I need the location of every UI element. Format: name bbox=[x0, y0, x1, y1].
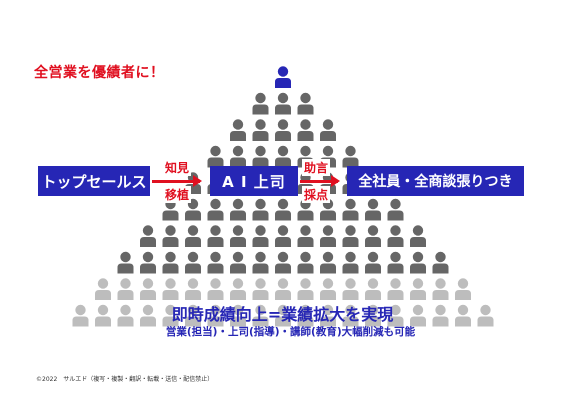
person-icon bbox=[95, 304, 111, 327]
person-icon bbox=[162, 304, 179, 327]
person-icon bbox=[387, 278, 404, 300]
person-icon bbox=[342, 198, 359, 221]
person-icon bbox=[365, 225, 381, 247]
person-icon bbox=[275, 278, 291, 300]
person-icon bbox=[252, 278, 269, 300]
person-icon bbox=[432, 304, 449, 327]
person-icon bbox=[185, 251, 201, 274]
arrow1-top-label: 知見 bbox=[163, 159, 192, 176]
person-icon bbox=[275, 119, 291, 141]
person-icon bbox=[207, 225, 224, 247]
person-icon bbox=[297, 304, 314, 327]
person-icon bbox=[275, 225, 291, 247]
person-icon bbox=[320, 304, 336, 327]
person-icon bbox=[95, 278, 111, 300]
person-icon bbox=[185, 278, 201, 300]
person-icon bbox=[365, 278, 381, 300]
person-icon bbox=[252, 92, 269, 115]
person-icon bbox=[117, 251, 134, 274]
headline: 全営業を優績者に！ bbox=[34, 65, 165, 81]
person-icon bbox=[72, 304, 89, 327]
person-icon bbox=[275, 304, 291, 327]
person-icon bbox=[387, 198, 404, 221]
person-icon bbox=[117, 278, 134, 300]
person-icon bbox=[410, 278, 426, 300]
person-icon bbox=[275, 145, 291, 168]
person-icon bbox=[230, 304, 246, 327]
person-icon bbox=[320, 278, 336, 300]
person-icon bbox=[320, 119, 336, 141]
person-icon bbox=[162, 278, 179, 300]
person-icon bbox=[252, 225, 269, 247]
copyright-notice: ©2022 サルエド（複写・複製・翻訳・転載・送信・配信禁止） bbox=[36, 376, 214, 383]
result-sub-text: 営業(担当)・上司(指導)・講師(教育)大幅削減も可能 bbox=[165, 326, 416, 338]
person-icon bbox=[365, 304, 381, 327]
person-icon bbox=[252, 304, 269, 327]
person-icon bbox=[387, 225, 404, 247]
person-icon bbox=[387, 251, 404, 274]
person-icon bbox=[252, 119, 269, 141]
person-icon bbox=[140, 278, 156, 300]
person-icon bbox=[275, 92, 291, 115]
person-icon bbox=[275, 251, 291, 274]
person-icon bbox=[140, 304, 156, 327]
ai-boss-box: A I 上司 bbox=[210, 166, 298, 196]
person-icon bbox=[410, 251, 426, 274]
person-icon bbox=[230, 278, 246, 300]
person-icon bbox=[297, 251, 314, 274]
person-icon bbox=[365, 198, 381, 221]
person-icon bbox=[230, 251, 246, 274]
person-icon bbox=[342, 145, 359, 168]
person-icon bbox=[320, 225, 336, 247]
person-icon bbox=[207, 198, 224, 221]
person-icon bbox=[342, 251, 359, 274]
person-icon bbox=[252, 198, 269, 221]
person-icon bbox=[162, 251, 179, 274]
person-icon bbox=[140, 225, 156, 247]
person-icon bbox=[342, 225, 359, 247]
person-icon bbox=[140, 251, 156, 274]
person-icon bbox=[117, 304, 134, 327]
person-icon bbox=[387, 304, 404, 327]
person-icon bbox=[477, 304, 494, 327]
arrow-advice-scoring bbox=[300, 175, 340, 187]
person-icon bbox=[432, 278, 449, 300]
person-icon bbox=[230, 198, 246, 221]
person-icon bbox=[185, 304, 201, 327]
person-icon bbox=[185, 225, 201, 247]
person-icon bbox=[297, 225, 314, 247]
all-staff-box: 全社員・全商談張りつき bbox=[347, 166, 524, 196]
result-main-text: 即時成績向上=業績拡大を実現 bbox=[171, 305, 394, 324]
person-icon bbox=[297, 119, 314, 141]
person-icon bbox=[207, 278, 224, 300]
person-icon bbox=[342, 304, 359, 327]
person-icon bbox=[252, 251, 269, 274]
arrow1-bottom-label: 移植 bbox=[163, 186, 192, 203]
person-icon bbox=[252, 145, 269, 168]
person-icon bbox=[162, 225, 179, 247]
top-sales-box: トップセールス bbox=[38, 166, 150, 196]
person-icon bbox=[230, 145, 246, 168]
arrow2-top-label: 助言 bbox=[302, 159, 331, 176]
person-icon bbox=[455, 304, 471, 327]
person-icon bbox=[410, 304, 426, 327]
person-icon bbox=[455, 278, 471, 300]
person-icon bbox=[207, 251, 224, 274]
person-icon bbox=[207, 145, 224, 168]
person-icon bbox=[207, 304, 224, 327]
arrow2-bottom-label: 採点 bbox=[302, 186, 331, 203]
person-icon bbox=[320, 251, 336, 274]
person-icon bbox=[275, 198, 291, 221]
person-icon bbox=[432, 251, 449, 274]
person-icon bbox=[297, 92, 314, 115]
arrow-knowledge-transfer bbox=[152, 175, 202, 187]
person-icon bbox=[230, 225, 246, 247]
person-icon bbox=[342, 278, 359, 300]
person-icon bbox=[297, 278, 314, 300]
person-icon bbox=[230, 119, 246, 141]
person-icon bbox=[410, 225, 426, 247]
person-icon bbox=[365, 251, 381, 274]
top-person-icon bbox=[275, 66, 291, 88]
